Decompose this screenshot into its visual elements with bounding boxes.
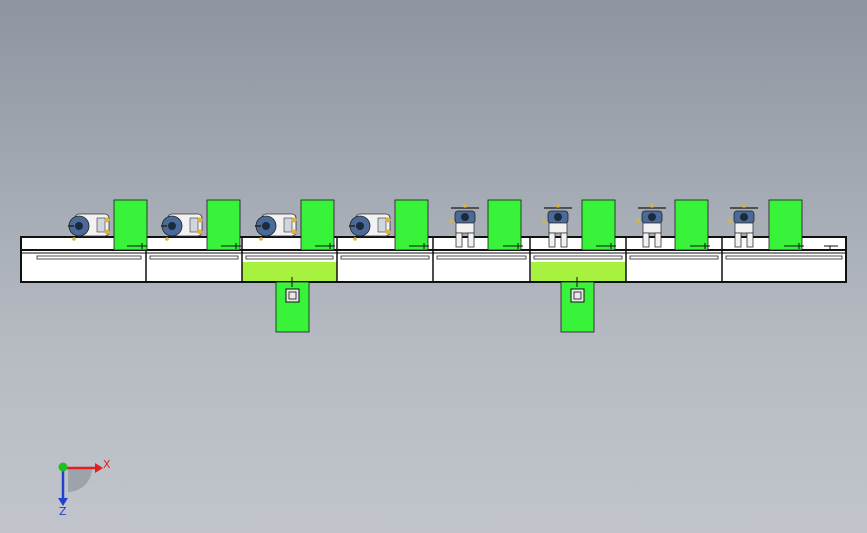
station-panel-5[interactable] [487,199,522,251]
highlight-segment-6 [531,262,626,281]
axis-y-dot [58,462,68,472]
branch-2[interactable] [560,277,595,333]
station-panels [113,199,803,251]
station-panel-3[interactable] [300,199,335,251]
robot-side-3[interactable] [255,213,297,241]
robot-side-2[interactable] [161,213,203,241]
station-panel-7[interactable] [674,199,709,251]
station-panel-4[interactable] [394,199,429,251]
robot-front-7[interactable] [636,204,666,248]
robot-side-1[interactable] [68,213,110,241]
robot-front-5[interactable] [449,204,479,248]
axis-triad: X Z [58,458,111,518]
guide-rails [36,255,843,260]
station-panel-8[interactable] [768,199,803,251]
rail-fixtures [127,243,838,250]
station-panel-2[interactable] [206,199,241,251]
highlight-segment-3 [242,262,337,281]
branch-1[interactable] [275,277,310,333]
robot-side-4[interactable] [349,213,391,241]
station-panel-1[interactable] [113,199,148,251]
station-panel-6[interactable] [581,199,616,251]
axis-z-arrow [58,498,68,506]
triad-shadow [68,468,92,492]
robot-front-8[interactable] [728,204,758,248]
axis-x-label: X [103,458,111,471]
robot-front-6[interactable] [542,204,572,248]
axis-x-arrow [95,463,103,473]
axis-z-label: Z [59,505,67,518]
